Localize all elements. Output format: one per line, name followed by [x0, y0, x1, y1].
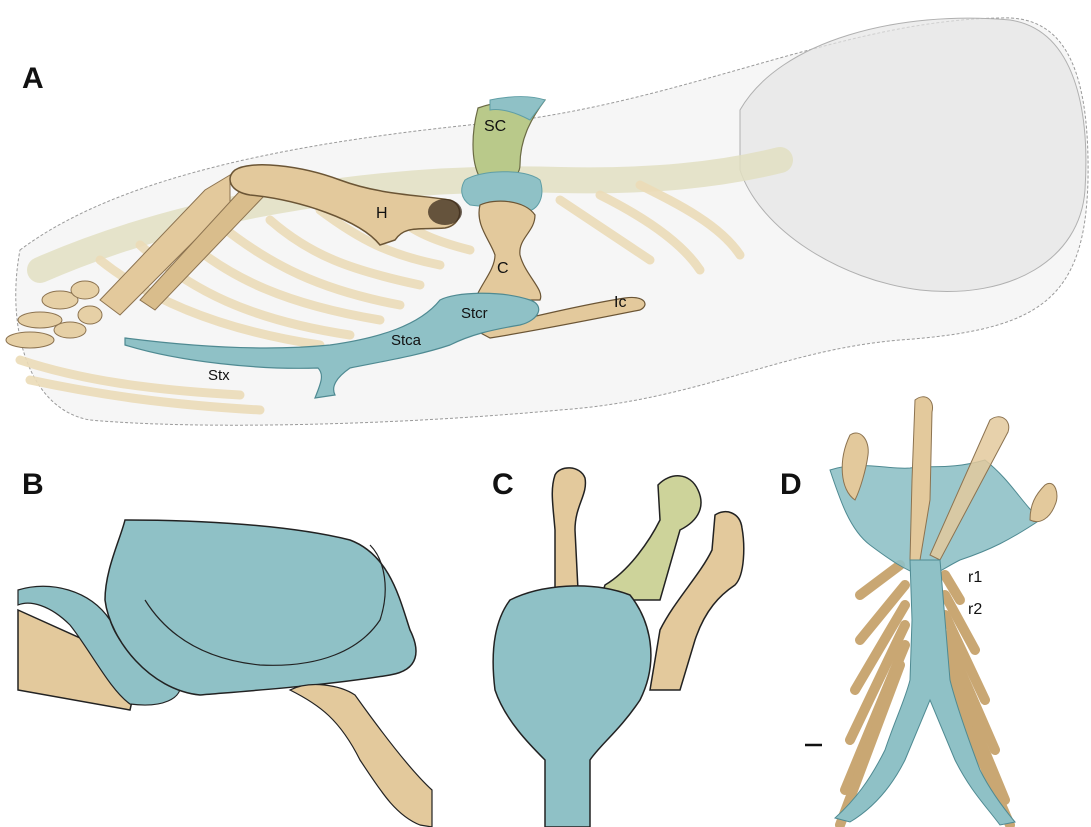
label-stcr: Stcr — [461, 305, 488, 322]
panel-letter-c: C — [492, 468, 514, 502]
sternal-plate-b — [105, 520, 416, 695]
panel-a-illustration — [6, 18, 1088, 425]
label-rib-2: r2 — [968, 601, 982, 619]
panel-letter-a: A — [22, 62, 44, 96]
panel-letter-d: D — [780, 468, 802, 502]
bone-left-c — [552, 468, 585, 595]
panel-d-illustration — [805, 397, 1057, 825]
label-interclavicle: Ic — [614, 294, 626, 312]
humeral-head — [428, 199, 462, 225]
sternal-plate-c — [493, 586, 651, 827]
label-coracoid: C — [497, 260, 509, 278]
humeral-head-right-d — [1030, 483, 1057, 521]
rib-shaft-b — [290, 685, 432, 827]
bone-mid-c — [600, 476, 701, 600]
sternum-d — [835, 560, 1015, 825]
label-rib-1: r1 — [968, 569, 982, 587]
panel-c-illustration — [493, 468, 744, 827]
label-stx: Stx — [208, 367, 230, 384]
label-humerus: H — [376, 205, 388, 223]
label-scapula: SC — [484, 118, 506, 136]
panel-letter-b: B — [22, 468, 44, 502]
label-stca: Stca — [391, 332, 421, 349]
panel-b-illustration — [18, 520, 432, 827]
